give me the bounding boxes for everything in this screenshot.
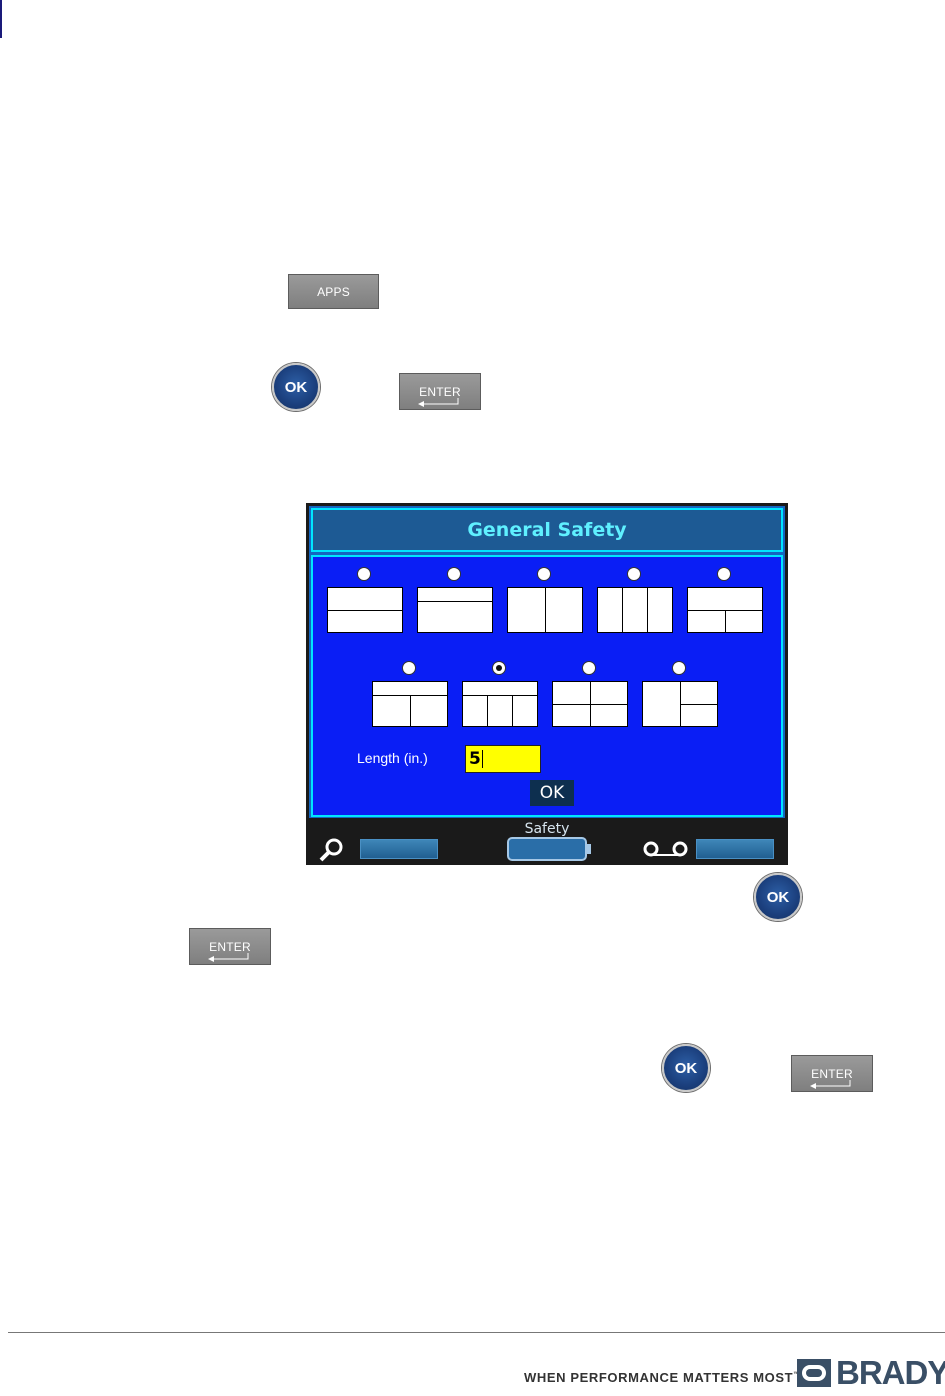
layout-5-thumbnail[interactable] [687, 587, 763, 633]
status-bar: Safety [306, 821, 788, 865]
loupe-icon [319, 838, 343, 862]
dialog-ok-button[interactable]: OK [530, 780, 574, 806]
layout-9-thumbnail[interactable] [642, 681, 718, 727]
apps-key[interactable]: APPS [288, 274, 379, 309]
layout-4-radio[interactable] [627, 567, 641, 581]
ok-button-label: OK [284, 378, 308, 396]
dialog-title: General Safety [311, 508, 783, 552]
brady-brand-name: BRADY [836, 1354, 945, 1391]
layout-2-radio[interactable] [447, 567, 461, 581]
enter-arrow-icon [810, 1080, 851, 1089]
footer-divider [8, 1332, 945, 1333]
layout-1-radio[interactable] [357, 567, 371, 581]
apps-key-label: APPS [317, 285, 350, 299]
dialog-body: Length (in.) 5 OK [311, 555, 783, 817]
layout-6-thumbnail[interactable] [372, 681, 448, 727]
enter-key-2[interactable]: ENTER [189, 928, 271, 965]
tape-reel-icon [643, 841, 688, 857]
layout-9-radio[interactable] [672, 661, 686, 675]
ok-button-2-label: OK [766, 888, 790, 906]
tape-level-bar [360, 839, 438, 859]
enter-arrow-icon [418, 398, 459, 407]
ok-button-3-label: OK [674, 1059, 698, 1077]
enter-key-label: ENTER [419, 385, 461, 399]
device-screen: General Safety [306, 503, 788, 865]
layout-8-thumbnail[interactable] [552, 681, 628, 727]
layout-2-thumbnail[interactable] [417, 587, 493, 633]
enter-key[interactable]: ENTER [399, 373, 481, 410]
layout-1-thumbnail[interactable] [327, 587, 403, 633]
trademark-mark: ™ [793, 1372, 801, 1379]
layout-8-radio[interactable] [582, 661, 596, 675]
general-safety-dialog: General Safety [309, 506, 785, 818]
length-input[interactable]: 5 [465, 745, 541, 773]
layout-6-radio[interactable] [402, 661, 416, 675]
enter-key-3-label: ENTER [811, 1067, 853, 1081]
footer-slogan: WHEN PERFORMANCE MATTERS MOST™ [524, 1370, 801, 1385]
layout-7-thumbnail[interactable] [462, 681, 538, 727]
enter-key-3[interactable]: ENTER [791, 1055, 873, 1092]
ok-button-3[interactable]: OK [662, 1044, 710, 1092]
brady-logo-icon [797, 1359, 831, 1387]
layout-7-radio[interactable] [492, 661, 506, 675]
slogan-text: WHEN PERFORMANCE MATTERS MOST [524, 1370, 794, 1385]
layout-5-radio[interactable] [717, 567, 731, 581]
length-label: Length (in.) [357, 750, 428, 766]
enter-key-2-label: ENTER [209, 940, 251, 954]
layout-4-thumbnail[interactable] [597, 587, 673, 633]
battery-icon [507, 837, 591, 861]
layout-3-thumbnail[interactable] [507, 587, 583, 633]
ok-button-2[interactable]: OK [754, 873, 802, 921]
text-caret [481, 750, 483, 768]
enter-arrow-icon [208, 953, 249, 962]
layout-3-radio[interactable] [537, 567, 551, 581]
page-margin-marker [0, 0, 2, 38]
length-value: 5 [469, 749, 481, 769]
ok-button[interactable]: OK [272, 363, 320, 411]
ribbon-level-bar [696, 839, 774, 859]
status-label: Safety [524, 821, 570, 837]
